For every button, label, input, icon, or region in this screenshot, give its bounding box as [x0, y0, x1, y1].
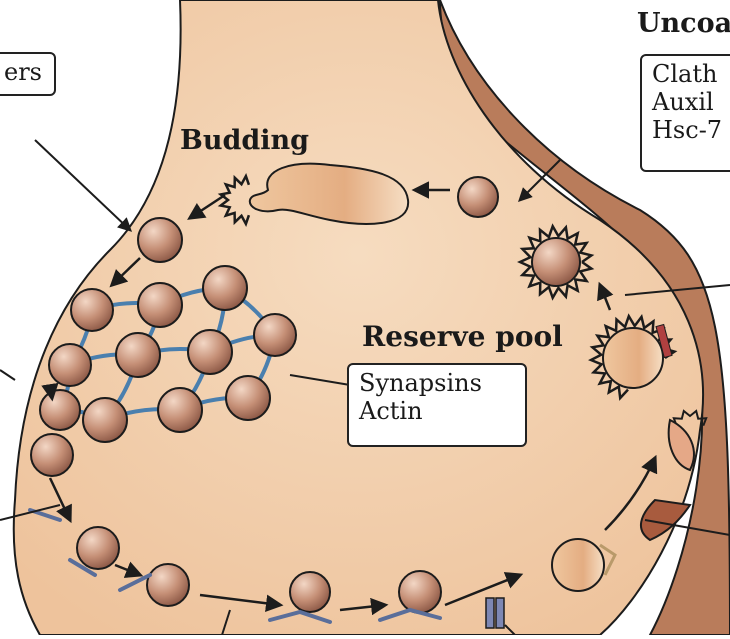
callout-box-top-left: ers	[0, 52, 56, 96]
vesicle	[226, 376, 270, 420]
callout-line: ers	[4, 58, 44, 86]
vesicle	[116, 333, 160, 377]
protein-hsc70: Hsc-7	[652, 116, 728, 144]
protein-actin: Actin	[359, 397, 515, 425]
vesicle	[83, 398, 127, 442]
uncoating-label: Uncoa	[637, 8, 730, 39]
vesicle	[138, 218, 182, 262]
vesicle	[290, 572, 330, 612]
protein-clathrin: Clath	[652, 60, 728, 88]
vesicle	[31, 434, 73, 476]
vesicle	[40, 390, 80, 430]
invaginating-vesicle	[603, 328, 663, 388]
budding-label: Budding	[180, 125, 309, 156]
vesicle	[188, 330, 232, 374]
vesicle	[71, 289, 113, 331]
vesicle	[77, 527, 119, 569]
reserve-pool-label: Reserve pool	[362, 320, 563, 353]
vesicle	[458, 177, 498, 217]
vesicle	[399, 571, 441, 613]
protein-synapsins: Synapsins	[359, 369, 515, 397]
vesicle	[158, 388, 202, 432]
vesicle	[254, 314, 296, 356]
vesicle	[138, 283, 182, 327]
callout-box-uncoating-proteins: Clath Auxil Hsc-7	[640, 54, 730, 172]
vesicle	[147, 564, 189, 606]
vesicle	[49, 344, 91, 386]
protein-auxilin: Auxil	[652, 88, 728, 116]
vesicle	[532, 238, 580, 286]
callout-box-reserve-pool-proteins: Synapsins Actin	[347, 363, 527, 447]
vesicle	[203, 266, 247, 310]
